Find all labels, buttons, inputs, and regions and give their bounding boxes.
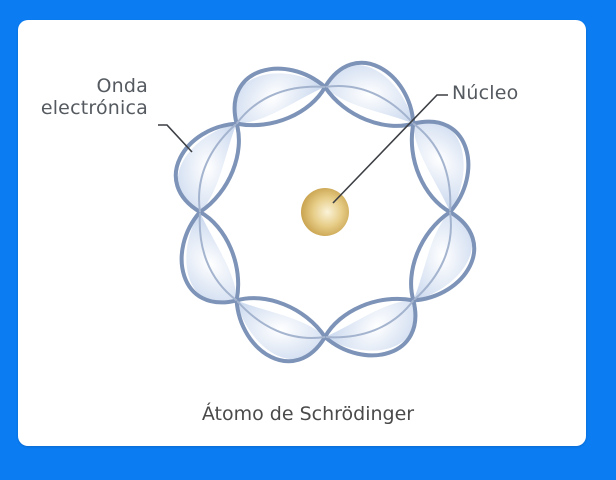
wave-label-line1: Onda <box>96 75 148 97</box>
wave-lobe <box>409 210 477 303</box>
wave-label-line2: electrónica <box>40 97 148 119</box>
wave-label: Onda electrónica <box>24 75 148 119</box>
wave-leader-line <box>158 124 193 153</box>
wave-lobe <box>179 210 241 305</box>
nucleus <box>301 188 349 236</box>
wave-lobe <box>323 60 416 128</box>
electron-wave-ring <box>173 60 477 364</box>
wave-lobe <box>232 66 327 128</box>
diagram-caption: Átomo de Schrödinger <box>201 403 415 425</box>
wave-lobe <box>409 119 471 214</box>
nucleus-leader-line <box>332 94 448 204</box>
nucleus-label: Núcleo <box>452 82 519 104</box>
wave-lobe <box>234 296 327 364</box>
wave-lobe <box>323 296 418 358</box>
wave-lobe <box>173 121 241 214</box>
